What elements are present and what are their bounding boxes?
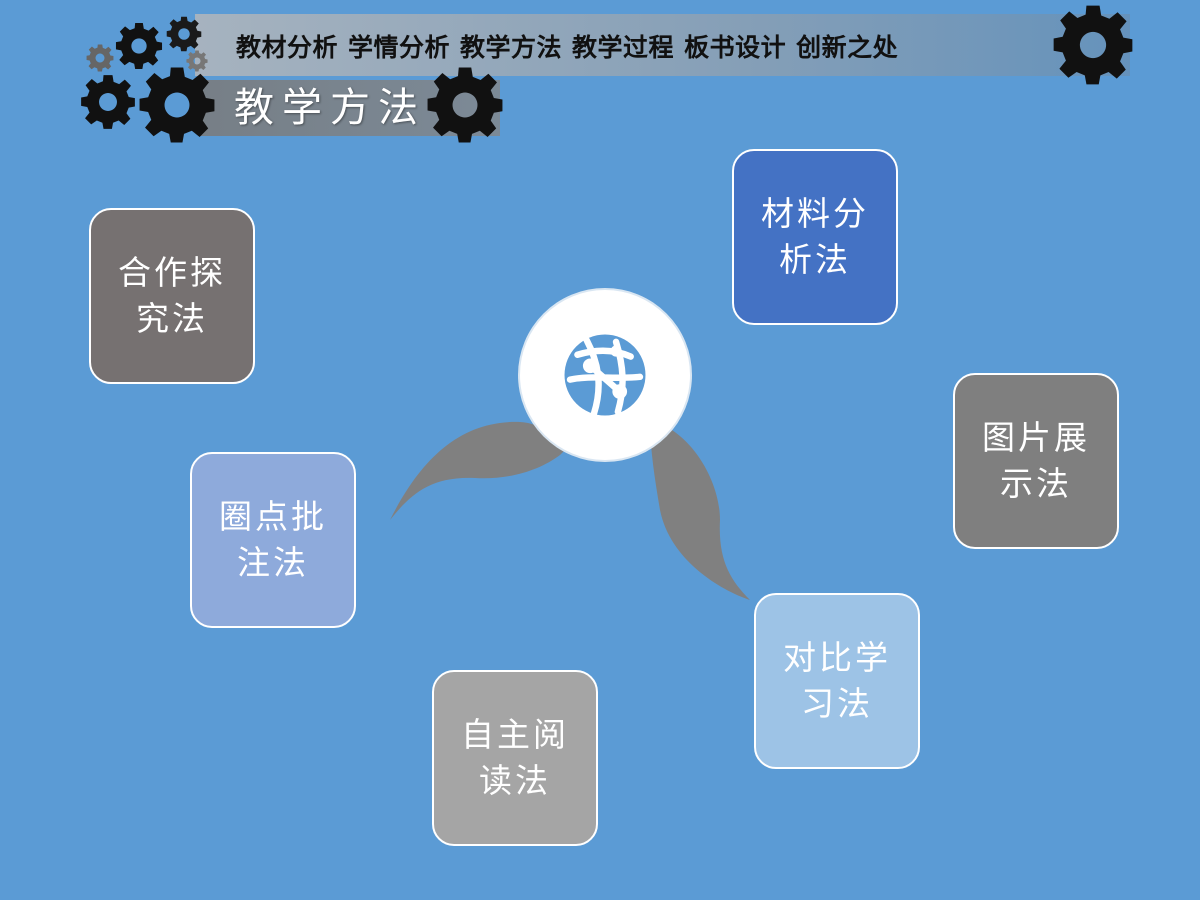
nav-item-innovation[interactable]: 创新之处 [796,33,899,62]
center-hub [520,290,690,460]
method-card-comparative[interactable]: 对比学习法 [754,593,920,769]
nav-item-board-design[interactable]: 板书设计 [684,33,787,62]
method-card-annotation[interactable]: 圈点批注法 [190,452,356,628]
method-card-cooperative[interactable]: 合作探究法 [89,208,255,384]
section-title: 教学方法 [234,85,426,131]
globe-network-icon [564,334,646,417]
header-nav: 教材分析 学情分析 教学方法 教学过程 板书设计 创新之处 [236,28,898,64]
method-card-material-analysis[interactable]: 材料分析法 [732,149,898,325]
nav-item-textbook-analysis[interactable]: 教材分析 [236,33,339,62]
header-nav-bar [195,14,1130,76]
nav-item-teaching-process[interactable]: 教学过程 [572,33,675,62]
method-card-self-reading[interactable]: 自主阅读法 [432,670,598,846]
method-card-picture-display[interactable]: 图片展示法 [953,373,1119,549]
nav-item-teaching-methods[interactable]: 教学方法 [460,33,563,62]
nav-item-learner-analysis[interactable]: 学情分析 [348,33,451,62]
